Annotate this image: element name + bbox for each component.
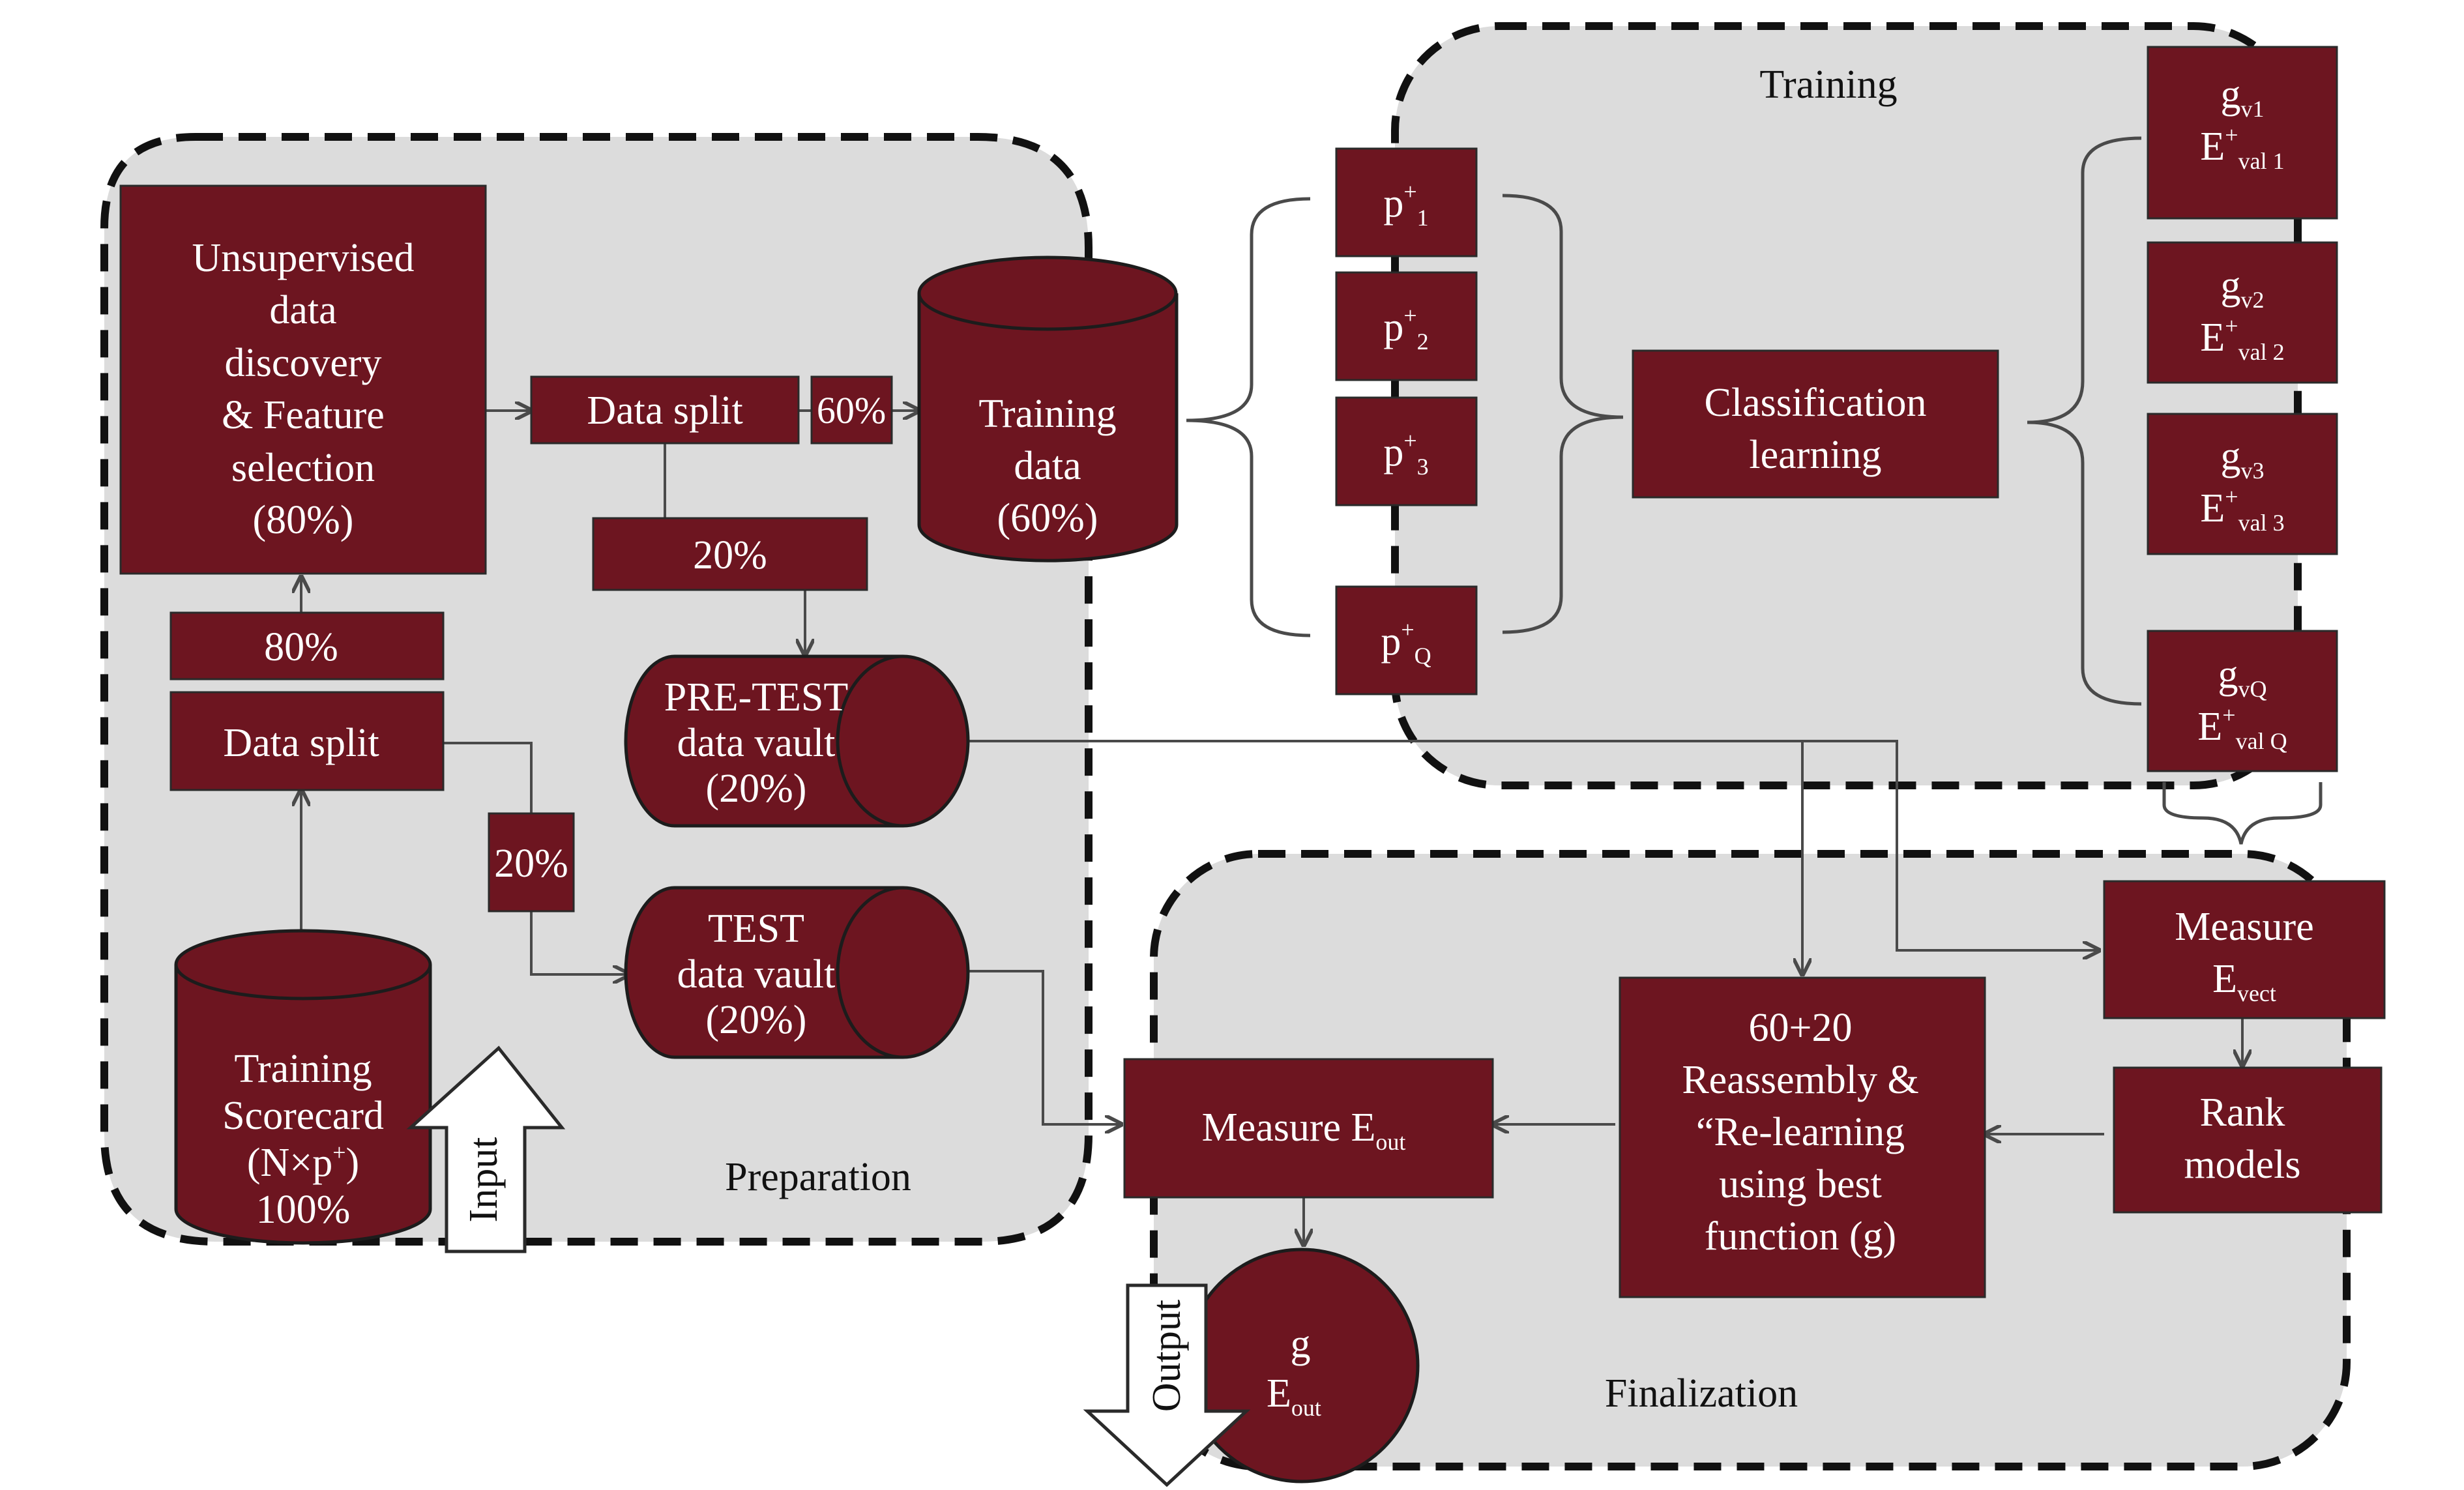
partition-p3-box: [1335, 396, 1478, 506]
test-line-1: TEST: [708, 907, 804, 951]
reassembly-line-4: using best: [1719, 1162, 1882, 1206]
classification-line-2: learning: [1749, 433, 1881, 477]
data-split-upper-label: Data split: [587, 388, 742, 433]
model-gv3-box: [2147, 413, 2338, 555]
arrow-pretest-to-measureevect: [1802, 740, 2099, 950]
partition-p2-label: p+2: [1383, 302, 1428, 355]
scorecard-line-3: (N×p+): [247, 1139, 359, 1185]
partition-p1-box: [1335, 147, 1478, 257]
model-gv2-box: [2147, 241, 2338, 384]
test-line-2: data vault: [677, 952, 836, 997]
output-arrow: [1083, 1283, 1251, 1487]
preparation-label: Preparation: [725, 1155, 911, 1199]
reassembly-line-1: 60+20: [1749, 1006, 1853, 1050]
test-line-3: (20%): [706, 998, 807, 1042]
reassembly-line-5: function (g): [1705, 1214, 1896, 1259]
scorecard-line-1: Training: [234, 1047, 372, 1091]
test-vault-cylinder: [624, 886, 970, 1059]
measure-eout-box: [1123, 1058, 1494, 1199]
training-data-cylinder: [917, 256, 1179, 562]
partition-pq-box: [1335, 585, 1478, 695]
scorecard-line-4: 100%: [256, 1188, 351, 1232]
pretest-vault-cylinder: [624, 654, 970, 828]
partition-p2-box: [1335, 271, 1478, 381]
pct-60-label: 60%: [817, 389, 886, 431]
reassembly-line-3: “Re-learning: [1696, 1110, 1905, 1154]
pct-80-box: [169, 611, 445, 680]
training-data-line-2: data: [1014, 444, 1081, 488]
training-data-line-1: Training: [978, 392, 1116, 436]
reassembly-line-2: Reassembly &: [1682, 1058, 1918, 1102]
pretest-line-1: PRE-TEST: [664, 675, 848, 720]
final-g-label: g: [1291, 1322, 1311, 1366]
model-gvq-box: [2147, 630, 2338, 772]
unsupervised-line-5: selection: [231, 446, 375, 490]
classification-line-1: Classification: [1705, 381, 1927, 425]
pct-20-upper-box: [592, 517, 868, 591]
input-arrow-label: Input: [462, 1137, 506, 1223]
measure-evect-line-1: Measure: [2175, 905, 2313, 949]
brace-models-to-measureevect: [2162, 782, 2323, 845]
rank-models-line-1: Rank: [2200, 1090, 2285, 1135]
unsupervised-line-4: & Feature: [222, 393, 385, 437]
unsupervised-line-2: data: [269, 288, 336, 332]
training-label: Training: [1759, 63, 1897, 107]
pct-20-upper-label: 20%: [693, 533, 767, 577]
pretest-line-3: (20%): [706, 767, 807, 811]
reassembly-box: [1619, 976, 1986, 1298]
partition-pq-label: p+Q: [1381, 617, 1431, 669]
pretest-line-2: data vault: [677, 721, 836, 765]
rank-models-line-2: models: [2184, 1143, 2300, 1187]
training-data-line-3: (60%): [997, 496, 1098, 540]
finalization-label: Finalization: [1605, 1371, 1798, 1416]
rank-models-box: [2113, 1066, 2383, 1214]
brace-classification-to-models: [2027, 136, 2142, 706]
unsupervised-line-6: (80%): [253, 498, 354, 542]
output-arrow-label: Output: [1145, 1300, 1189, 1412]
training-scorecard-cylinder: [174, 929, 432, 1245]
data-split-lower-box: [169, 691, 445, 791]
input-arrow: [406, 1045, 566, 1253]
scorecard-line-2: Scorecard: [222, 1094, 384, 1138]
data-split-lower-label: Data split: [223, 721, 379, 765]
pct-20-lower-box: [488, 812, 575, 913]
measure-evect-box: [2103, 880, 2386, 1019]
arrow-test-to-measureeout: [968, 970, 1121, 1124]
classification-learning-box: [1632, 349, 1999, 499]
brace-partitions-to-classification: [1502, 194, 1624, 634]
pct-60-box: [810, 375, 893, 445]
unsupervised-line-1: Unsupervised: [192, 236, 415, 280]
final-eout-label: Eout: [1267, 1371, 1321, 1421]
measure-eout-label: Measure Eout: [1202, 1105, 1406, 1155]
pct-20-lower-label: 20%: [494, 841, 568, 886]
data-split-upper-box: [530, 375, 800, 445]
unsupervised-discovery-box: [119, 184, 487, 575]
pct-80-label: 80%: [264, 625, 338, 669]
model-gv1-box: [2147, 46, 2338, 220]
unsupervised-line-3: discovery: [224, 341, 381, 385]
measure-evect-line-2: Evect: [2212, 957, 2276, 1006]
partition-p1-label: p+1: [1383, 179, 1428, 231]
partition-p3-label: p+3: [1383, 428, 1428, 480]
brace-trainingdata-to-partitions: [1186, 197, 1311, 637]
